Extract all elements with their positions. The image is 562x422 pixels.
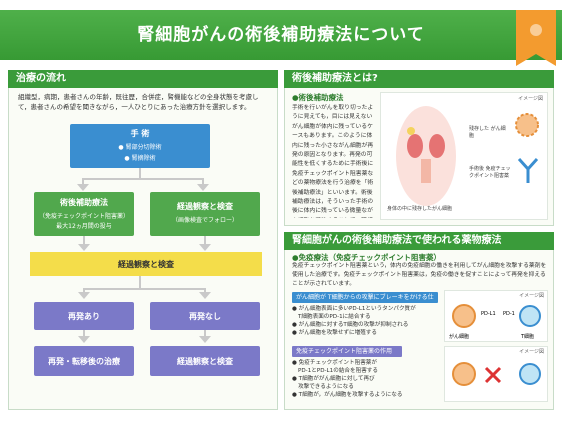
connector-line: [204, 330, 206, 338]
adjuvant-detail-2: 最大12ヵ月間の投与: [56, 223, 112, 230]
recurrence-yes-label: 再発あり: [68, 312, 100, 321]
mechanism-list-1: ● がん細胞表面に多いPD-L1というタンパク質が T細胞表面のPD-1に結合す…: [292, 305, 442, 337]
mechanism-2-item-text: 免疫チェックポイント阻害薬が: [298, 360, 377, 366]
recurrence-no-box: 再発なし: [150, 302, 260, 330]
treatment-after-label: 再発・転移後の治療: [48, 357, 120, 366]
surgery-item-2-text: 腎摘除術: [131, 155, 156, 162]
caption-drug: 手術後 免疫チェックポイント阻害薬: [469, 166, 511, 179]
connector-line: [202, 178, 204, 186]
t-cell-icon: [519, 363, 541, 385]
pd1-label: PD-1: [503, 311, 515, 317]
caption-residual: 残存した がん細胞: [469, 126, 506, 139]
adjuvant-info-title: 術後補助療法とは?: [284, 70, 554, 88]
mechanism-2-item: 攻撃できるようになる: [292, 383, 442, 391]
mechanism-illustration-2: イメージ図: [444, 346, 548, 402]
surgery-title: 手 術: [130, 129, 150, 138]
t-cell-label: T細胞: [521, 334, 535, 340]
arrow-down-icon: [77, 184, 89, 191]
mechanism-2-item-text: PD-1とPD-L1の結合を阻害する: [298, 368, 378, 374]
mechanism-2-item: ● T細胞が，がん細胞を攻撃するようになる: [292, 392, 403, 398]
observation-box-mid: 経過観察と検査: [30, 252, 262, 276]
mechanism-list-2: ● 免疫チェックポイント阻害薬が PD-1とPD-L1の結合を阻害する ● T細…: [292, 359, 442, 399]
observation-top-title: 経過観察と検査: [177, 202, 233, 211]
adjuvant-sub-heading: ●術後補助療法: [292, 93, 344, 102]
treatment-flow-title: 治療の流れ: [8, 70, 278, 88]
adjuvant-illustration: イメージ図 残存した がん細胞 手術後 免疫チェックポイント阻害薬 身体の中に残…: [380, 92, 548, 220]
mechanism-1-item: T細胞表面のPD-1に結合する: [292, 313, 442, 321]
surgery-item-1: ● 腎部分切除術: [118, 144, 162, 151]
adjuvant-body-text: 手術を行いがんを取り切ったように見えても，目には見えないがん細胞が体内に残ってい…: [292, 105, 374, 218]
mechanism-1-item: ● がん細胞に対するT細胞の攻撃が抑制される: [292, 322, 409, 328]
mechanism-1-item-text: がん細胞を攻撃せずに増殖する: [298, 330, 377, 336]
image-label: イメージ図: [519, 293, 544, 299]
treatment-flow-intro: 組織型，病期，患者さんの年齢，既往歴，合併症，腎機能などの全身状態を考慮して，患…: [18, 93, 259, 111]
connector-line: [139, 276, 141, 288]
mechanism-illustration-1: イメージ図 PD-L1 PD-1 がん細胞 T細胞: [444, 290, 548, 342]
caption-body: 身体の中に残存したがん細胞: [387, 206, 453, 212]
recurrence-yes-box: 再発あり: [34, 302, 134, 330]
arrow-down-icon: [199, 336, 211, 343]
arrow-down-icon: [199, 292, 211, 299]
observation-top-detail: （画像検査でフォロー）: [171, 217, 238, 224]
header-banner: 腎細胞がんの術後補助療法について: [0, 10, 562, 60]
mechanism-1-item: ● がん細胞を攻撃せずに増殖する: [292, 330, 377, 336]
corner-ribbon-icon: [516, 10, 556, 66]
arrow-down-icon: [197, 184, 209, 191]
mechanism-pill-2: 免疫チェックポイント阻害薬の作用: [292, 346, 402, 357]
mechanism-2-item-text: 攻撃できるようになる: [298, 384, 354, 390]
cancer-cell-icon: [515, 113, 539, 137]
cancer-cell-label: がん細胞: [449, 334, 470, 340]
mechanism-2-item: ● T細胞ががん細胞に対して再び: [292, 376, 375, 382]
observation-bottom-label: 経過観察と検査: [177, 357, 233, 366]
surgery-item-2: ● 腎摘除術: [124, 155, 156, 162]
mechanism-2-item-text: T細胞ががん細胞に対して再び: [298, 376, 375, 382]
drug-sub-heading: ●免疫療法（免疫チェックポイント阻害薬）: [292, 253, 442, 262]
page-title: 腎細胞がんの術後補助療法について: [137, 25, 425, 45]
mechanism-1-item-text: T細胞表面のPD-1に結合する: [298, 314, 371, 320]
cancer-cell-icon: [452, 304, 476, 328]
image-label: イメージ図: [518, 96, 543, 102]
connector-line: [204, 288, 206, 294]
antibody-icon: [517, 157, 539, 183]
recurrence-no-label: 再発なし: [189, 312, 221, 321]
connector-line: [82, 178, 84, 186]
connector-line: [82, 178, 204, 180]
pdl1-label: PD-L1: [481, 311, 496, 317]
kidney-body-icon: [396, 106, 456, 206]
drug-therapy-title: 腎細胞がんの術後補助療法で使われる薬物療法: [284, 232, 554, 250]
mechanism-2-item-text: T細胞が，がん細胞を攻撃するようになる: [298, 392, 403, 398]
connector-line: [204, 236, 206, 246]
surgery-item-1-text: 腎部分切除術: [125, 144, 162, 151]
connector-line: [83, 288, 85, 294]
mechanism-pill-1: がん細胞が T細胞からの攻撃にブレーキをかける仕組み: [292, 292, 438, 312]
image-label: イメージ図: [519, 349, 544, 355]
arrow-down-icon: [78, 292, 90, 299]
arrow-down-icon: [78, 244, 90, 251]
treatment-after-box: 再発・転移後の治療: [34, 346, 134, 376]
cancer-cell-icon: [452, 362, 476, 386]
observation-box-top: 経過観察と検査 （画像検査でフォロー）: [150, 192, 260, 236]
adjuvant-title: 術後補助療法: [60, 198, 108, 207]
observation-mid-title: 経過観察と検査: [118, 260, 174, 269]
adjuvant-therapy-box: 術後補助療法 （免疫チェックポイント阻害薬） 最大12ヵ月間の投与: [34, 192, 134, 236]
mechanism-1-item-text: がん細胞表面に多いPD-L1というタンパク質が: [298, 306, 416, 312]
t-cell-icon: [519, 305, 541, 327]
arrow-down-icon: [199, 244, 211, 251]
surgery-box: 手 術 ● 腎部分切除術 ● 腎摘除術: [70, 124, 210, 168]
mechanism-1-item-text: がん細胞に対するT細胞の攻撃が抑制される: [298, 322, 409, 328]
connector-line: [83, 330, 85, 338]
mechanism-1-item: ● がん細胞表面に多いPD-L1というタンパク質が: [292, 306, 416, 312]
connector-line: [83, 288, 205, 290]
mechanism-2-item: ● 免疫チェックポイント阻害薬が: [292, 360, 377, 366]
observation-box-bottom: 経過観察と検査: [150, 346, 260, 376]
drug-body-text: 免疫チェックポイント阻害薬という，体内の免疫細胞の働きを利用してがん細胞を攻撃す…: [292, 263, 547, 288]
adjuvant-detail-1: （免疫チェックポイント阻害薬）: [38, 213, 129, 220]
arrow-down-icon: [78, 336, 90, 343]
connector-line: [139, 168, 141, 178]
connector-line: [83, 236, 85, 246]
mechanism-2-item: PD-1とPD-L1の結合を阻害する: [292, 367, 442, 375]
blocked-icon: [484, 366, 502, 384]
